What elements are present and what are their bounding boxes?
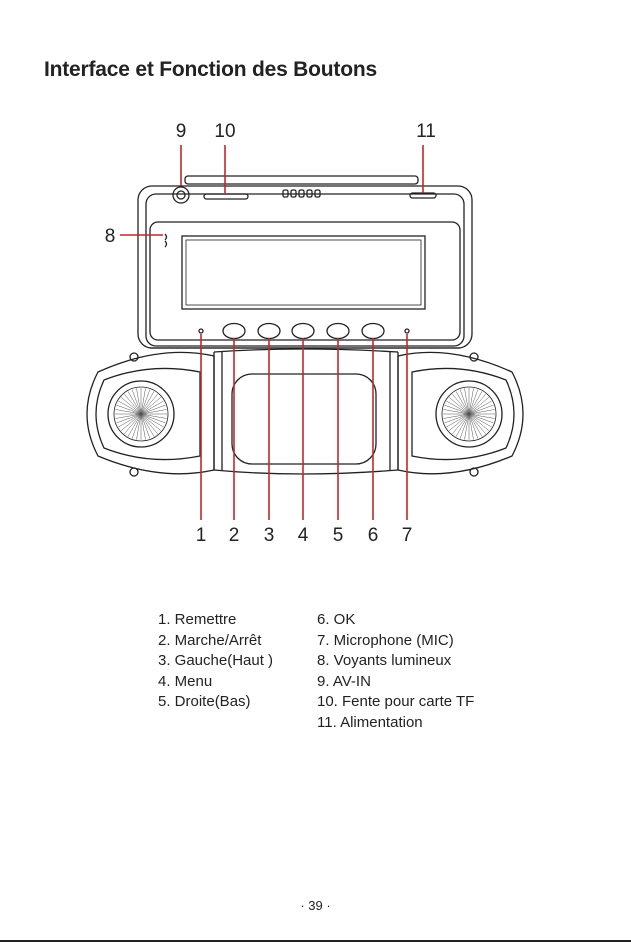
legend-right-column: 6. OK 7. Microphone (MIC) 8. Voyants lum… [317, 610, 474, 733]
indicator-light [165, 241, 167, 247]
callout-9: 9 [176, 121, 187, 142]
left-up-button [258, 324, 280, 339]
legend-item: 6. OK [317, 610, 474, 631]
legend-item: 2. Marche/Arrêt [158, 631, 273, 652]
screen [182, 236, 425, 309]
callout-11: 11 [416, 121, 436, 142]
menu-button [292, 324, 314, 339]
power-button [223, 324, 245, 339]
right-down-button [327, 324, 349, 339]
legend-left-column: 1. Remettre 2. Marche/Arrêt 3. Gauche(Ha… [158, 610, 273, 713]
reset-hole [199, 329, 203, 333]
left-lens-pattern [115, 388, 167, 440]
legend-item: 1. Remettre [158, 610, 273, 631]
bottom-rule [0, 940, 631, 942]
top-ridge [185, 176, 418, 184]
callout-7: 7 [402, 525, 413, 546]
callout-3: 3 [264, 525, 275, 546]
callout-8: 8 [105, 226, 116, 247]
callout-6: 6 [368, 525, 379, 546]
callout-5: 5 [333, 525, 344, 546]
legend-item: 9. AV-IN [317, 672, 474, 693]
mic-hole [405, 329, 409, 333]
page-number: · 39 · [0, 898, 631, 913]
indicator-light [165, 234, 167, 240]
callout-4: 4 [298, 525, 309, 546]
legend-item: 8. Voyants lumineux [317, 651, 474, 672]
legend-item: 4. Menu [158, 672, 273, 693]
av-in-jack [173, 187, 189, 203]
legend-item: 11. Alimentation [317, 713, 474, 734]
center-lens-housing [232, 374, 376, 464]
ok-button [362, 324, 384, 339]
callout-2: 2 [229, 525, 240, 546]
av-in-jack-inner [177, 191, 185, 199]
callout-1: 1 [196, 525, 207, 546]
callout-10: 10 [214, 121, 235, 142]
tf-card-slot [204, 194, 248, 199]
legend-item: 10. Fente pour carte TF [317, 692, 474, 713]
right-lens-pattern [443, 388, 495, 440]
legend-item: 5. Droite(Bas) [158, 692, 273, 713]
legend-item: 3. Gauche(Haut ) [158, 651, 273, 672]
legend-item: 7. Microphone (MIC) [317, 631, 474, 652]
screen-inner [186, 240, 421, 305]
